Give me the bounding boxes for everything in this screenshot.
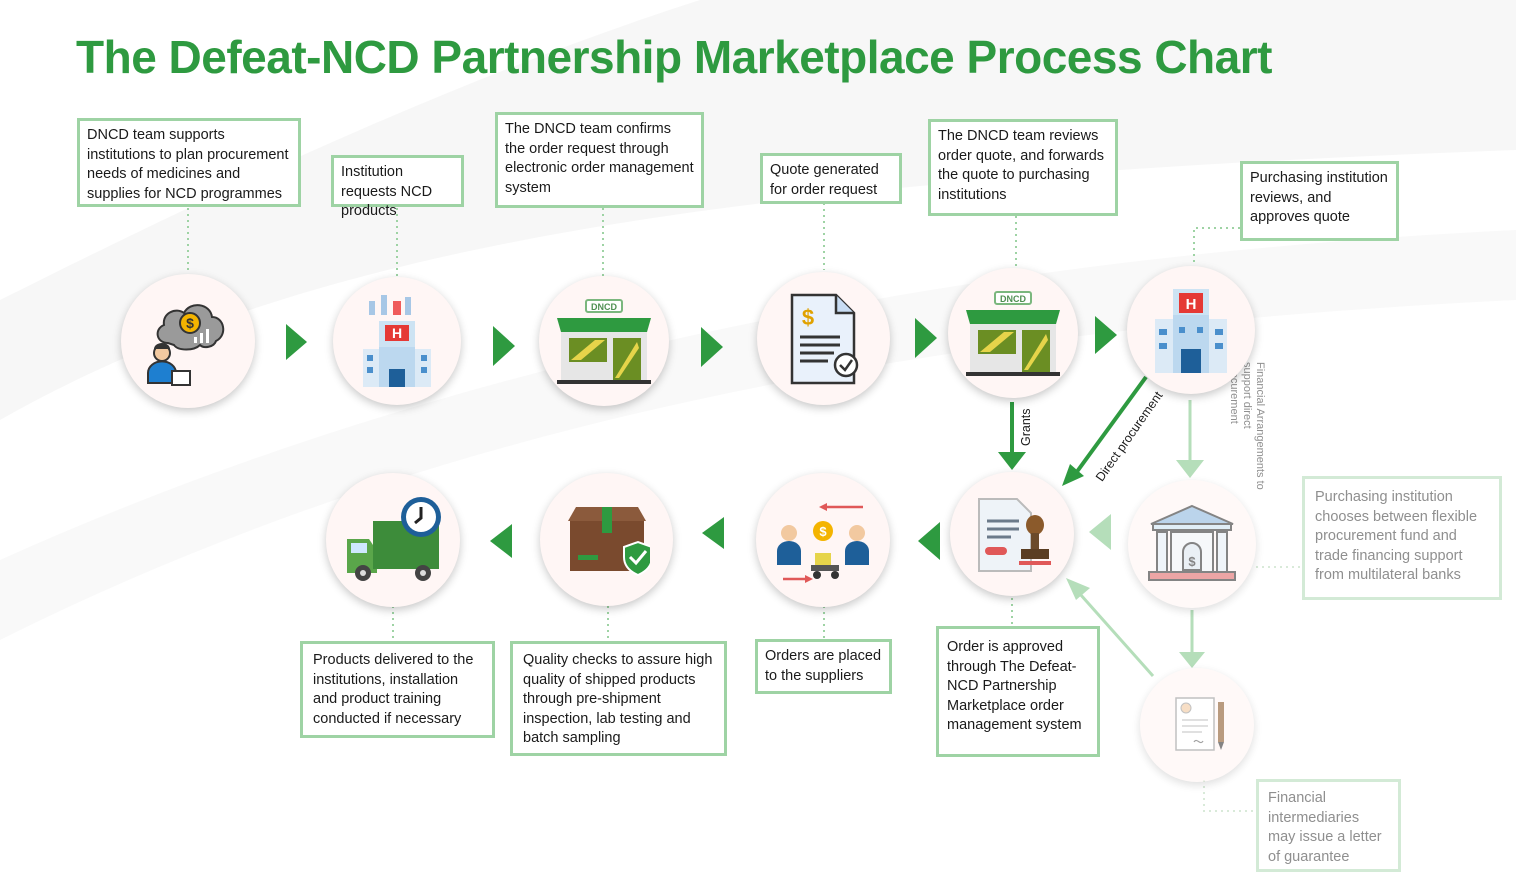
planning-icon-circle: $ [121, 274, 255, 408]
financial-arrangements-label: Financial Arrangements to support direct… [1227, 362, 1266, 490]
finance-planner-icon: $ [147, 304, 225, 386]
grants-label: Grants [1019, 408, 1033, 446]
invoice-icon: $ [790, 293, 858, 384]
hospital-building-icon: H [1155, 289, 1227, 373]
guarantee-icon-circle [1140, 668, 1254, 782]
step-plan-box: DNCD team supports institutions to plan … [77, 118, 301, 207]
verified-package-icon [567, 506, 650, 576]
guarantee-box: Financial intermediaries may issue a let… [1256, 779, 1401, 872]
dncd-store-icon: DNCD [966, 291, 1060, 376]
quote-icon-circle: $ [757, 272, 890, 405]
hospital-icon: H [363, 295, 431, 387]
bank-icon: $ [1148, 504, 1236, 581]
svg-text:$: $ [1188, 554, 1196, 569]
signed-letter-icon [1175, 697, 1224, 751]
step-approved-box: Order is approved through The Defeat-NCD… [936, 626, 1100, 757]
bank-icon-circle: $ [1128, 480, 1256, 608]
svg-text:H: H [1186, 296, 1197, 313]
financing-box: Purchasing institution chooses between f… [1302, 476, 1502, 600]
purchasing-institution-icon-circle: H [1127, 266, 1255, 394]
store-badge-text: DNCD [591, 302, 617, 312]
page-title: The Defeat-NCD Partnership Marketplace P… [76, 31, 1272, 83]
step-confirm-box: The DNCD team confirms the order request… [495, 112, 704, 208]
step-approve-quote-box: Purchasing institution reviews, and appr… [1240, 161, 1399, 241]
svg-text:$: $ [819, 524, 827, 539]
approved-document-stamp-icon [978, 498, 1051, 572]
step-request-box: Institution requests NCD products [331, 155, 464, 219]
step-quote-box: Quote generated for order request [760, 153, 902, 204]
step-quality-box: Quality checks to assure high quality of… [510, 641, 727, 756]
financial-arrangements-line-1: Financial Arrangements to [1254, 362, 1266, 490]
svg-text:$: $ [801, 305, 813, 330]
review-icon-circle: DNCD [948, 268, 1078, 398]
financial-arrangements-line-2: support direct [1241, 362, 1253, 429]
step-suppliers-box: Orders are placed to the suppliers [755, 639, 892, 694]
delivery-truck-clock-icon [347, 497, 441, 581]
step-review-box: The DNCD team reviews order quote, and f… [928, 119, 1118, 216]
svg-text:H: H [392, 325, 402, 341]
confirm-icon-circle: DNCD [539, 276, 669, 406]
business-trade-icon: $ [777, 503, 869, 583]
delivery-icon-circle [326, 473, 460, 607]
svg-text:$: $ [186, 315, 194, 331]
approval-icon-circle [950, 472, 1074, 596]
dncd-store-icon: DNCD [557, 299, 651, 384]
suppliers-icon-circle: $ [756, 473, 890, 607]
step-delivered-box: Products delivered to the institutions, … [300, 641, 495, 738]
quality-icon-circle [540, 473, 673, 606]
store-badge-text: DNCD [1000, 294, 1026, 304]
institution-icon-circle: H [333, 277, 461, 405]
